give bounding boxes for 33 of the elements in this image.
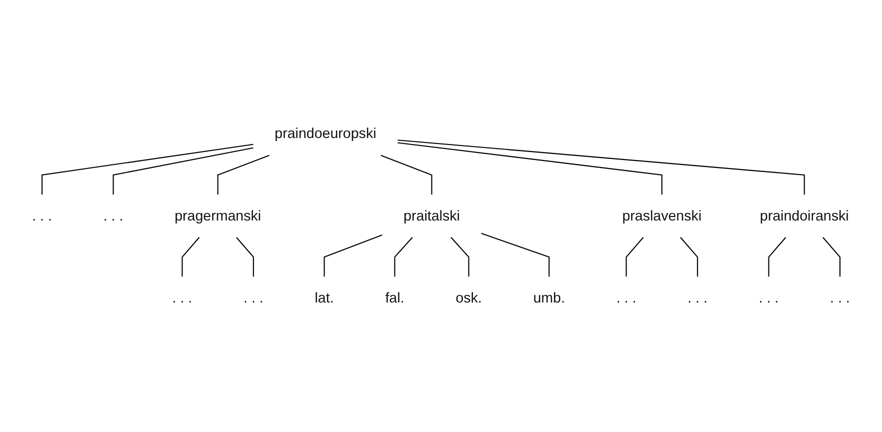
node-text: . . .: [172, 290, 192, 306]
node-text: praitalski: [404, 208, 460, 224]
connector: [680, 237, 698, 277]
node-text: . . .: [103, 208, 124, 224]
connector: [182, 237, 200, 277]
node-text: . . .: [32, 208, 52, 224]
connector: [380, 154, 432, 195]
connector: [217, 154, 270, 195]
node-text: fal.: [385, 290, 404, 306]
connector: [324, 234, 382, 277]
node-text: . . .: [616, 290, 636, 306]
node-text: praindoeuropski: [274, 126, 376, 142]
connector: [398, 142, 662, 195]
connector: [481, 232, 550, 277]
connector: [394, 237, 413, 277]
node-text: . . .: [244, 290, 264, 306]
node-text: lat.: [314, 290, 334, 306]
node-text: . . .: [688, 290, 708, 306]
connector: [822, 237, 840, 277]
node-text: . . .: [830, 290, 850, 306]
connector: [42, 144, 254, 195]
node-text: praindoiranski: [760, 208, 849, 224]
connector: [236, 237, 254, 277]
connector: [768, 237, 786, 277]
node-text: praslavenski: [622, 208, 702, 224]
connector: [626, 237, 644, 277]
node-text: pragermanski: [174, 208, 262, 224]
node-text: . . .: [758, 290, 779, 306]
node-text: osk.: [456, 290, 482, 306]
node-text: umb.: [533, 290, 565, 306]
connector: [398, 140, 805, 195]
connector: [112, 147, 254, 195]
connector: [450, 237, 470, 277]
